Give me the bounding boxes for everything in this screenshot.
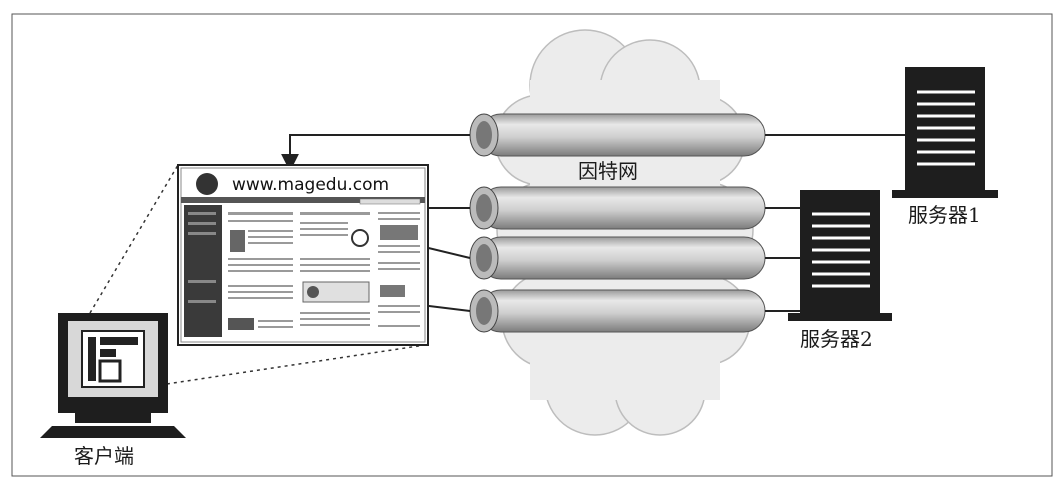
server-2-icon [788, 190, 892, 321]
client-computer-icon [40, 313, 186, 438]
url-label: www.magedu.com [232, 175, 389, 195]
server-connections [765, 134, 905, 312]
pipe-1 [469, 113, 766, 157]
web-page-thumbnail [177, 164, 429, 346]
server-1-label: 服务器1 [908, 203, 981, 227]
pipe-3 [469, 236, 766, 280]
server-1-icon [892, 67, 998, 198]
internet-cloud [494, 29, 754, 436]
internet-label: 因特网 [578, 159, 638, 183]
pipe-2 [469, 186, 766, 230]
server-2-label: 服务器2 [800, 327, 873, 351]
zoom-lines [89, 164, 426, 386]
pipe-4 [469, 289, 766, 333]
client-label: 客户端 [74, 444, 134, 468]
